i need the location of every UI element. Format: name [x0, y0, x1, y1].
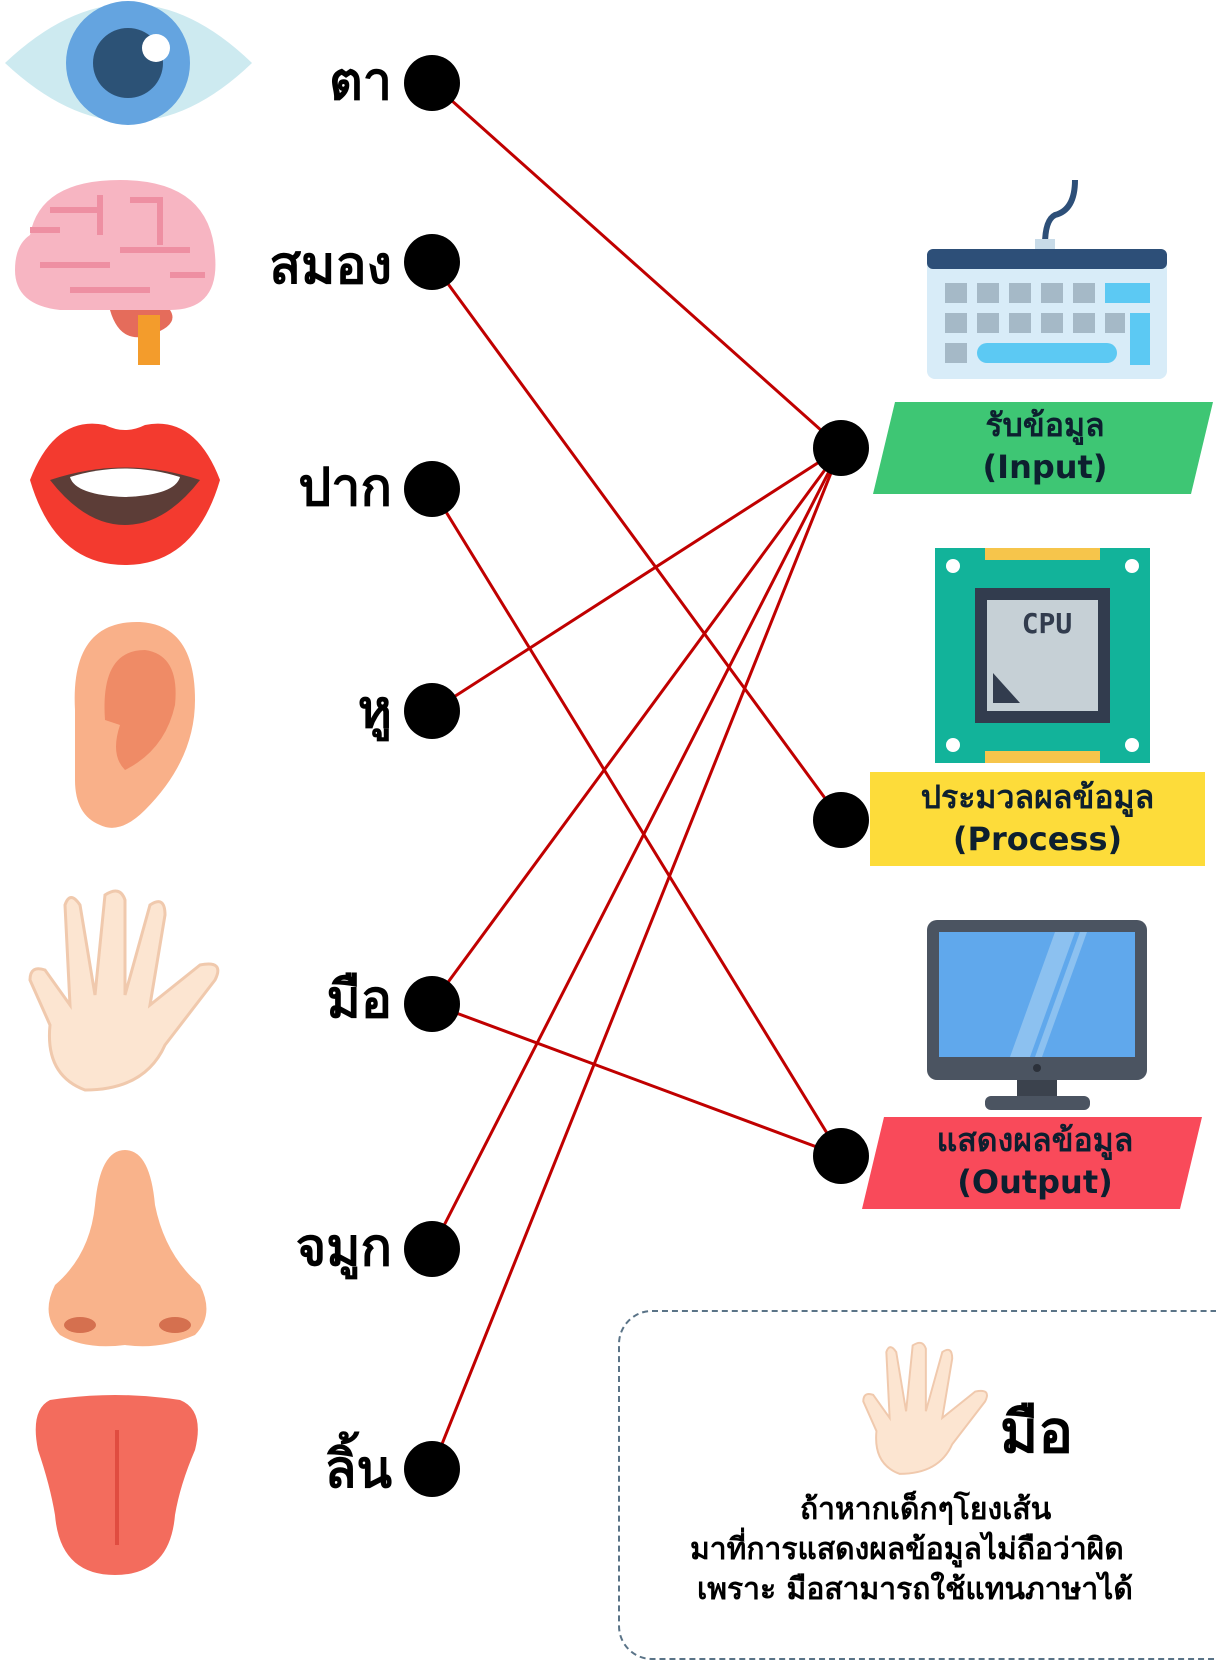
dot-output[interactable] — [813, 1128, 869, 1184]
process-label: ประมวลผลข้อมูล (Process) — [875, 776, 1200, 860]
keyboard-icon — [927, 179, 1167, 379]
nose-icon — [48, 1150, 207, 1347]
process-banner-shape — [870, 772, 1205, 866]
input-banner-shape — [873, 402, 1213, 494]
brain-icon — [15, 180, 216, 365]
cpu-chip-text: CPU — [1022, 607, 1073, 640]
dot-ear[interactable] — [404, 683, 460, 739]
label-eye: ตา — [329, 52, 392, 112]
cpu-icon: CPU — [935, 548, 1150, 763]
line-mouth-to-output — [430, 488, 843, 1157]
label-tongue: ลิ้น — [324, 1440, 392, 1500]
note-line-3: เพราะ มือสามารถใช้แทนภาษาได้ — [697, 1572, 1133, 1607]
label-nose: จมูก — [295, 1218, 392, 1278]
input-title: รับข้อมูล — [985, 406, 1105, 444]
line-brain-to-process — [430, 261, 843, 821]
dot-input[interactable] — [813, 420, 869, 476]
output-title: แสดงผลข้อมูล — [936, 1121, 1134, 1159]
dot-brain[interactable] — [404, 234, 460, 290]
output-subtitle: (Output) — [957, 1163, 1113, 1201]
monitor-icon — [927, 920, 1147, 1110]
dot-mouth[interactable] — [404, 461, 460, 517]
line-eye-to-input — [431, 81, 842, 450]
note-box — [618, 1310, 1216, 1660]
output-banner-shape — [862, 1117, 1202, 1209]
output-banner — [862, 1117, 1202, 1209]
line-tongue-to-input — [430, 447, 843, 1470]
line-hand-to-input — [430, 447, 843, 1005]
line-nose-to-input — [430, 447, 843, 1250]
process-subtitle: (Process) — [952, 820, 1123, 858]
tongue-icon — [35, 1395, 198, 1575]
process-title: ประมวลผลข้อมูล — [920, 778, 1155, 816]
mouth-icon — [30, 423, 220, 565]
output-label: แสดงผลข้อมูล (Output) — [875, 1119, 1195, 1203]
input-banner — [873, 402, 1213, 494]
note-hand-icon — [862, 1341, 988, 1475]
eye-icon — [5, 1, 252, 125]
hand-icon — [28, 889, 220, 1092]
ear-icon — [74, 621, 195, 828]
note-line-1: ถ้าหากเด็กๆโยงเส้น — [800, 1492, 1052, 1527]
dot-hand[interactable] — [404, 976, 460, 1032]
line-ear-to-input — [431, 446, 842, 713]
input-subtitle: (Input) — [982, 448, 1108, 486]
label-hand: มือ — [326, 970, 392, 1030]
label-mouth: ปาก — [298, 458, 392, 518]
dot-tongue[interactable] — [404, 1441, 460, 1497]
label-ear: หู — [357, 680, 392, 740]
process-banner — [870, 772, 1205, 866]
input-label: รับข้อมูล (Input) — [885, 404, 1205, 488]
line-hand-to-output — [431, 1002, 842, 1158]
note-line-2: มาที่การแสดงผลข้อมูลไม่ถือว่าผิด — [690, 1532, 1124, 1567]
dot-process[interactable] — [813, 792, 869, 848]
dot-eye[interactable] — [404, 55, 460, 111]
note-title: มือ — [1000, 1398, 1074, 1466]
dot-nose[interactable] — [404, 1221, 460, 1277]
label-brain: สมอง — [269, 236, 392, 296]
